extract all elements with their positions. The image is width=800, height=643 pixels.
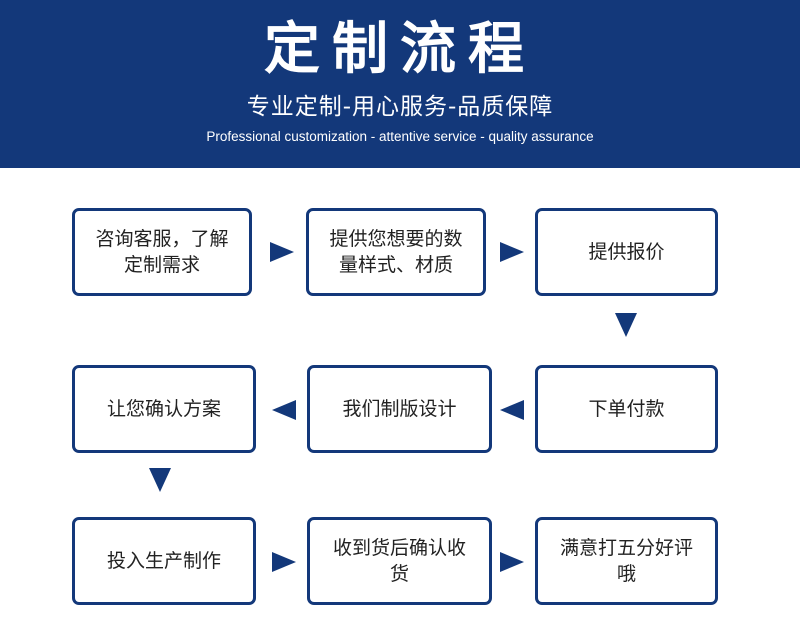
step-label: 我们制版设计 [342,398,457,420]
arrow-right-icon [500,552,524,572]
step-quote: 提供报价 [535,208,718,296]
arrow-down-icon [615,313,637,337]
header-banner: 定制流程 专业定制-用心服务-品质保障 Professional customi… [0,0,800,168]
arrow-right-icon [272,552,296,572]
step-label: 咨询客服，了解定制需求 [95,228,229,276]
arrow-left-icon [272,400,296,420]
step-consult: 咨询客服，了解定制需求 [72,208,252,296]
step-label: 收到货后确认收货 [332,537,466,585]
page-title: 定制流程 [264,17,536,82]
arrow-right-icon [500,242,524,262]
step-label: 提供您想要的数量样式、材质 [329,228,463,276]
step-confirm-plan: 让您确认方案 [72,365,256,453]
step-label: 投入生产制作 [106,550,221,572]
step-review: 满意打五分好评哦 [535,517,718,605]
step-payment: 下单付款 [535,365,718,453]
english-subtitle: Professional customization - attentive s… [206,129,594,144]
arrow-down-icon [149,468,171,492]
arrow-left-icon [500,400,524,420]
step-design: 我们制版设计 [307,365,492,453]
step-label: 提供报价 [588,241,665,263]
step-provide-requirements: 提供您想要的数量样式、材质 [306,208,486,296]
step-receive-goods: 收到货后确认收货 [307,517,492,605]
step-label: 满意打五分好评哦 [559,537,693,585]
step-label: 让您确认方案 [106,398,221,420]
step-production: 投入生产制作 [72,517,256,605]
page-subtitle: 专业定制-用心服务-品质保障 [246,94,554,120]
arrow-right-icon [270,242,294,262]
step-label: 下单付款 [588,398,665,420]
